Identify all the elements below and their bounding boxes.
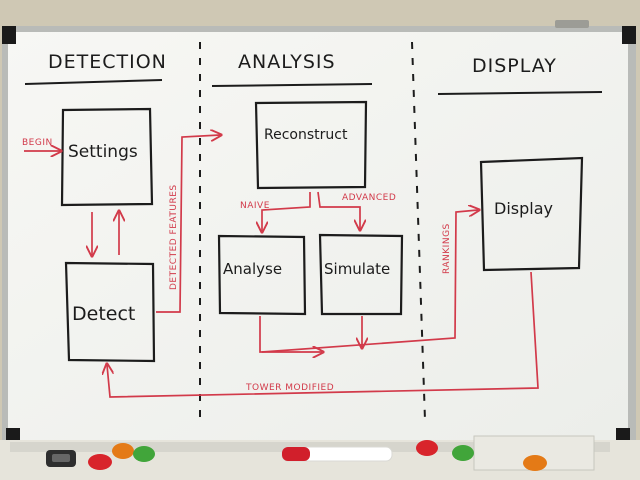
header-display: DISPLAY xyxy=(472,55,557,77)
arrow-naive xyxy=(262,192,311,231)
arrow-tower-modified xyxy=(107,271,539,398)
magnet-green-icon xyxy=(133,446,155,462)
magnet-orange-icon xyxy=(112,443,134,459)
magnet-orange-icon-2 xyxy=(523,455,547,471)
eraser-icon xyxy=(46,450,76,467)
label-tower-modified: TOWER MODIFIED xyxy=(245,383,334,393)
label-rankings: RANKINGS xyxy=(442,223,452,274)
box-settings xyxy=(60,107,154,207)
header-analysis: ANALYSIS xyxy=(238,51,336,73)
label-settings: Settings xyxy=(68,142,138,162)
marker-pen-icon xyxy=(281,446,393,462)
label-analyse: Analyse xyxy=(223,260,282,278)
arrow-analyse-out xyxy=(259,316,322,352)
arrow-detected-features xyxy=(156,135,220,313)
magnet-red-icon xyxy=(88,454,112,470)
label-naive: NAIVE xyxy=(240,201,270,211)
magnet-red-icon-2 xyxy=(416,440,438,456)
box-reconstruct xyxy=(254,100,368,190)
label-begin: BEGIN xyxy=(22,138,53,148)
label-simulate: Simulate xyxy=(324,260,390,278)
label-detected-features: DETECTED FEATURES xyxy=(169,184,179,290)
label-display: Display xyxy=(494,199,553,218)
header-detection: DETECTION xyxy=(48,51,167,73)
label-advanced: ADVANCED xyxy=(342,193,396,203)
box-simulate xyxy=(318,233,404,316)
arrow-advanced xyxy=(317,191,360,229)
box-analyse xyxy=(217,234,307,316)
box-display xyxy=(479,156,584,272)
label-reconstruct: Reconstruct xyxy=(264,127,348,143)
arrow-rankings xyxy=(261,210,478,353)
box-detect xyxy=(64,261,156,363)
label-detect: Detect xyxy=(72,303,135,325)
magnet-green-icon-2 xyxy=(452,445,474,461)
